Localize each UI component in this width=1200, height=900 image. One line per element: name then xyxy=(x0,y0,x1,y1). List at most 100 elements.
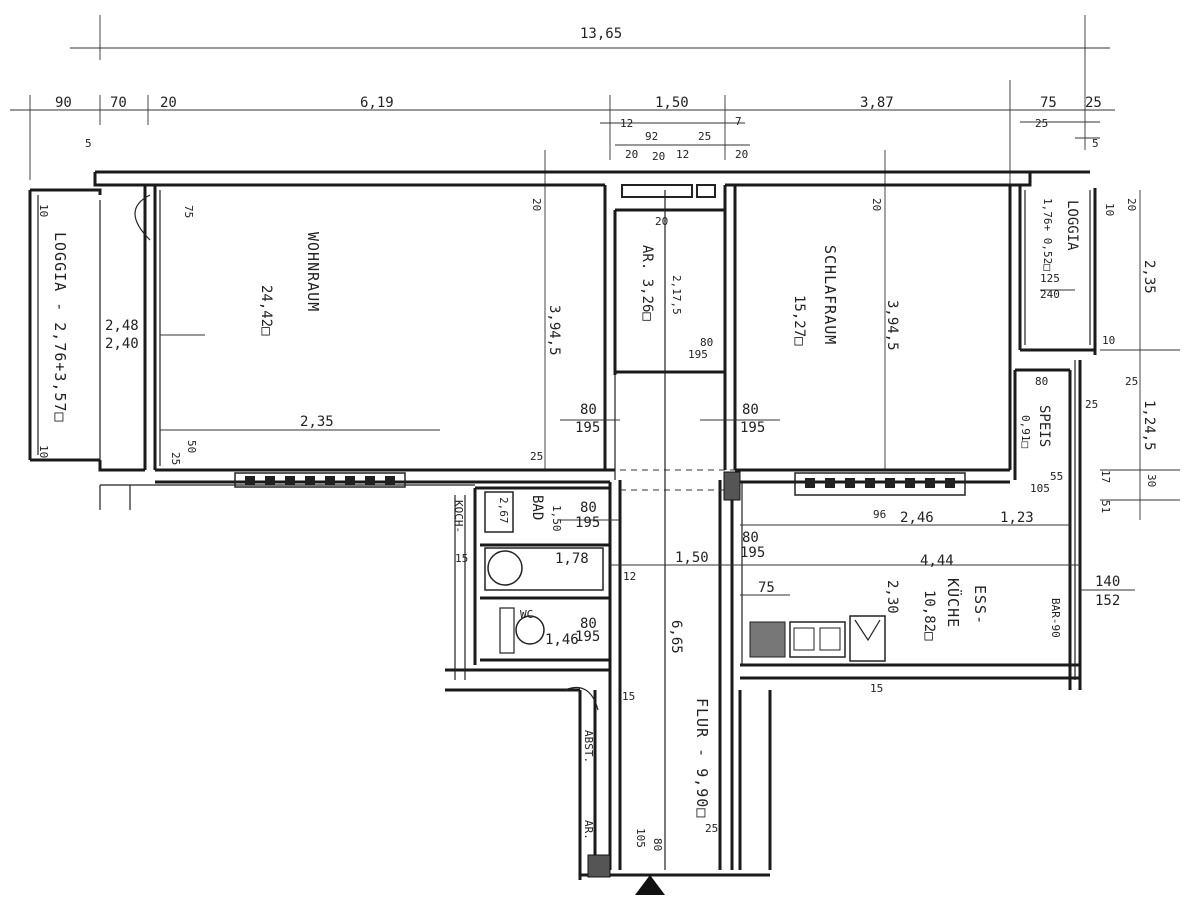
dim-387: 3,87 xyxy=(860,95,894,111)
dim-20-schlaf: 20 xyxy=(870,198,883,211)
wc-tank xyxy=(499,607,515,654)
dim-195-ar: 195 xyxy=(688,348,708,361)
dim-25-corr2: 25 xyxy=(530,450,543,463)
dim-3945-schlaf: 3,94,5 xyxy=(884,300,900,351)
dim-105-speis: 105 xyxy=(1030,482,1050,495)
dim-55: 55 xyxy=(1050,470,1063,483)
dim-195c: 195 xyxy=(575,515,600,531)
dim-1245: 1,24,5 xyxy=(1141,400,1157,451)
fridge-mark xyxy=(854,619,881,642)
room-ess: ESS- xyxy=(971,585,989,625)
dim-20b: 20 xyxy=(625,148,638,161)
dim-665: 6,65 xyxy=(668,620,684,654)
chimney-block xyxy=(723,471,741,501)
dim-444: 4,44 xyxy=(920,553,954,569)
fridge xyxy=(849,615,886,662)
chimney-block-lower xyxy=(587,854,611,878)
dim-195e: 195 xyxy=(575,629,600,645)
room-flur: FLUR - 9,90□ xyxy=(693,698,711,818)
room-kueche-area: 10,82□ xyxy=(921,590,937,641)
dim-7a: 7 xyxy=(735,115,742,128)
dim-246: 2,46 xyxy=(900,510,934,526)
counter-sink xyxy=(789,621,846,658)
dim-15a: 15 xyxy=(455,552,468,565)
dim-80e: 80 xyxy=(580,616,597,632)
dim-90: 90 xyxy=(55,95,72,111)
dim-105-corr: 105 xyxy=(634,828,647,848)
dim-20-ar: 20 xyxy=(655,215,668,228)
dim-80c: 80 xyxy=(580,500,597,516)
radiator-wohnraum xyxy=(234,472,406,488)
dim-80d: 80 xyxy=(742,530,759,546)
dim-20a: 20 xyxy=(160,95,177,111)
dim-150: 1,50 xyxy=(655,95,689,111)
dim-2175: 2,17,5 xyxy=(670,275,683,315)
dim-overall: 13,65 xyxy=(580,26,622,42)
room-loggia-left: LOGGIA - 2,76+3,57□ xyxy=(51,232,69,423)
room-abst: ABST. xyxy=(582,730,595,763)
dim-235-wohn: 2,35 xyxy=(300,414,334,430)
dim-5: 5 xyxy=(85,137,92,150)
dim-150-bad: 1,50 xyxy=(550,505,563,532)
dim-178: 1,78 xyxy=(555,551,589,567)
dim-152: 152 xyxy=(1095,593,1120,609)
dim-80b: 80 xyxy=(742,402,759,418)
dim-240: 2,40 xyxy=(105,336,139,352)
dim-619: 6,19 xyxy=(360,95,394,111)
room-schlafraum: SCHLAFRAUM xyxy=(821,245,839,345)
dim-75: 75 xyxy=(1040,95,1057,111)
radiator-schlafraum xyxy=(794,472,966,496)
dim-75-kitchen: 75 xyxy=(758,580,775,596)
room-kueche: KÜCHE xyxy=(944,578,963,628)
dim-51: 51 xyxy=(1099,500,1112,513)
dim-20c: 20 xyxy=(652,150,665,163)
room-bar: BAR-90 xyxy=(1049,598,1062,638)
dim-10d: 10 xyxy=(1102,334,1115,347)
dim-25b: 25 xyxy=(698,130,711,143)
bathtub-drain xyxy=(487,550,523,586)
dim-10c: 10 xyxy=(1103,203,1116,216)
dim-15-kitchen: 15 xyxy=(870,682,883,695)
room-bad: BAD xyxy=(529,495,545,520)
dim-235-right: 2,35 xyxy=(1141,260,1157,294)
dim-96: 96 xyxy=(873,508,886,521)
dim-20d: 20 xyxy=(735,148,748,161)
dim-70: 70 xyxy=(110,95,127,111)
door-swing-bar xyxy=(564,686,599,711)
dim-80-ar: 80 xyxy=(700,336,713,349)
dim-50: 50 xyxy=(185,440,198,453)
dim-195b: 195 xyxy=(740,420,765,436)
dim-123: 1,23 xyxy=(1000,510,1034,526)
sink-basin-2 xyxy=(819,627,841,651)
wc-bowl xyxy=(515,615,545,645)
dim-267: 2,67 xyxy=(497,497,510,524)
dim-17: 17 xyxy=(1099,470,1112,483)
dim-80-speis: 80 xyxy=(1035,375,1048,388)
dim-25a: 25 xyxy=(1085,95,1102,111)
bathtub xyxy=(484,547,604,591)
dim-30: 30 xyxy=(1145,474,1158,487)
room-loggia-right-area: 1,76+ 0,52□ xyxy=(1041,198,1054,271)
room-wohnraum-area: 24,42□ xyxy=(258,285,274,336)
room-speis: SPEIS xyxy=(1036,405,1052,447)
door-swing-loggia xyxy=(134,194,151,241)
dim-25-right2: 25 xyxy=(1085,398,1098,411)
dim-80-corr: 80 xyxy=(651,838,664,851)
top-dimension-lines xyxy=(10,15,1115,470)
dim-5b: 5 xyxy=(1092,137,1099,150)
room-speis-area: 0,91□ xyxy=(1019,415,1032,448)
dimension-lines-inner xyxy=(160,190,1180,596)
dim-735: 75 xyxy=(182,205,195,218)
washbasin xyxy=(484,491,514,533)
entrance-arrow-icon xyxy=(635,875,665,895)
dim-20-right: 20 xyxy=(1125,198,1138,211)
dim-146: 1,46 xyxy=(545,632,579,648)
room-abstell: AR. 3,26□ xyxy=(639,245,655,321)
room-koch: KOCH- xyxy=(452,500,465,533)
room-wohnraum: WOHNRAUM xyxy=(304,232,322,312)
dim-25-wohn: 25 xyxy=(169,452,182,465)
dim-240b: 240 xyxy=(1040,288,1060,301)
dim-15b: 15 xyxy=(622,690,635,703)
shaft-opening-small xyxy=(696,184,716,198)
dim-80a: 80 xyxy=(580,402,597,418)
